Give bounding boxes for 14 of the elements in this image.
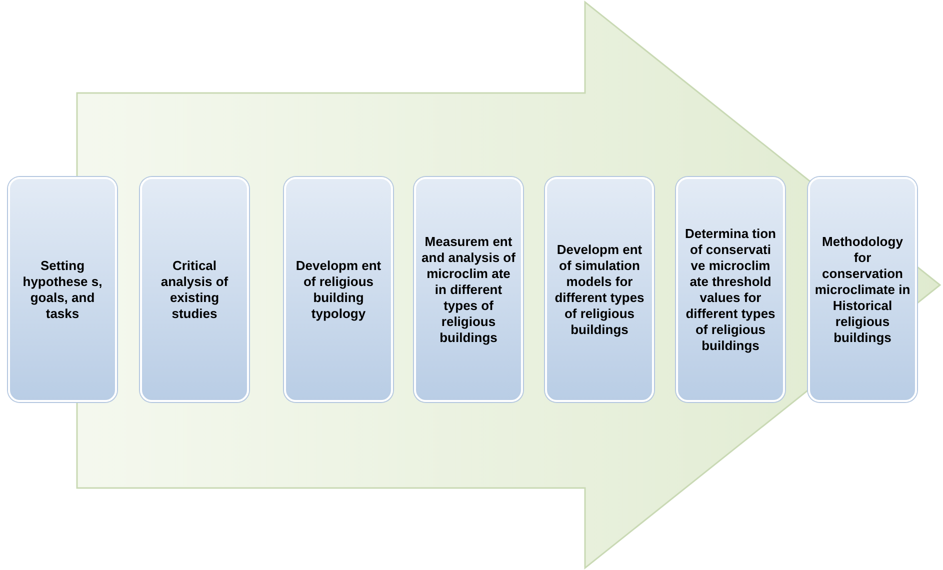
box-label: Measurem ent and analysis of microclim ate in different types of religious buildings	[420, 234, 516, 346]
process-box	[808, 177, 917, 402]
process-box	[545, 177, 654, 402]
box-label: Developm ent of simulation models for different types of religious buildings	[554, 242, 646, 338]
box-label: Methodology for conservation microclimate in Historical religious buildings	[814, 234, 911, 346]
box-label: Developm ent of religious building typology	[294, 258, 382, 322]
process-box	[284, 177, 393, 402]
box-label: Critical analysis of existing studies	[160, 258, 230, 322]
box-label: Setting hypothese s, goals, and tasks	[22, 258, 104, 322]
process-box	[8, 177, 117, 402]
process-box	[676, 177, 785, 402]
box-label: Determina tion of conservati ve microclim ate threshold values for different types of religious buildings	[684, 226, 777, 354]
process-box	[140, 177, 249, 402]
process-box	[414, 177, 523, 402]
